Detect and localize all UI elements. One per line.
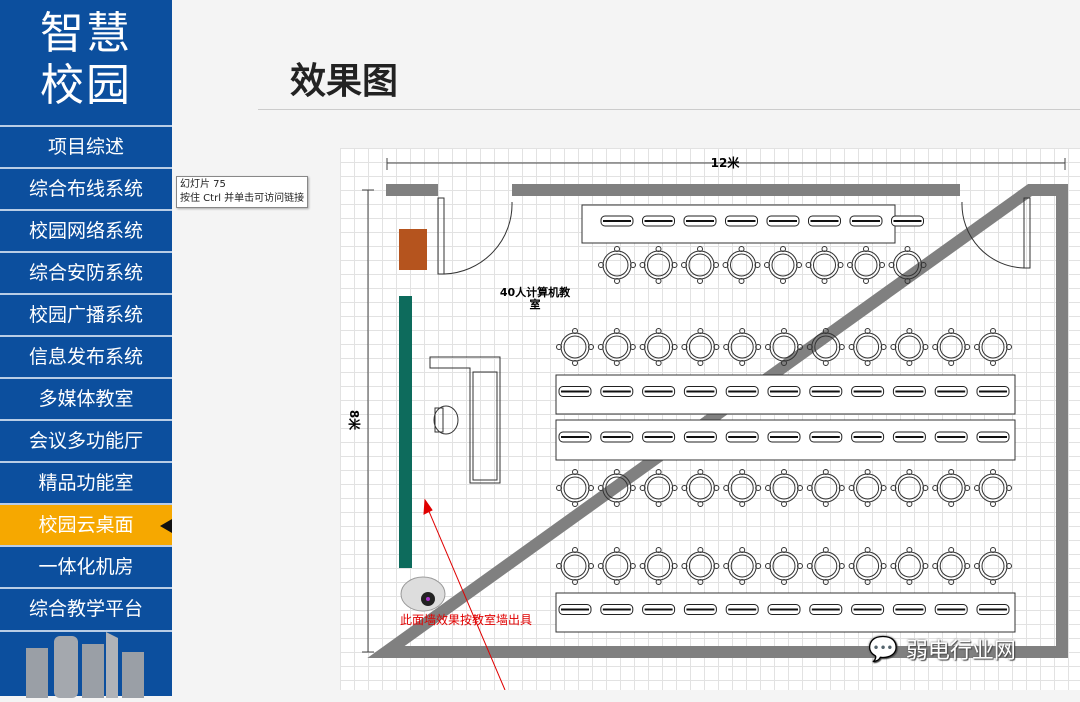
chair: [597, 469, 636, 507]
chair: [639, 328, 678, 366]
sidebar-item[interactable]: 综合安防系统: [0, 251, 172, 293]
chair: [765, 469, 803, 507]
chair: [890, 469, 929, 507]
floor-plan-image: 12米 8米 40人计算机教 室 此面墙效果按教室墙出具: [340, 148, 1080, 691]
chair: [974, 469, 1012, 507]
sidebar-item[interactable]: 项目综述: [0, 125, 172, 167]
watermark-text: 弱电行业网: [905, 639, 1016, 664]
sidebar-item[interactable]: 综合布线系统: [0, 167, 172, 209]
width-label: 12米: [711, 155, 741, 170]
sidebar-item[interactable]: 校园云桌面: [0, 503, 172, 545]
chair: [556, 328, 594, 366]
chair: [723, 328, 762, 366]
sidebar-item[interactable]: 信息发布系统: [0, 335, 172, 377]
chair: [848, 328, 887, 366]
sidebar-item[interactable]: 会议多功能厅: [0, 419, 172, 461]
logo-line-1: 智慧: [40, 8, 132, 59]
sidebar-menu: 项目综述综合布线系统校园网络系统综合安防系统校园广播系统信息发布系统多媒体教室会…: [0, 125, 172, 629]
chair: [681, 246, 719, 284]
logo-line-2: 校园: [40, 60, 132, 111]
chair: [805, 246, 844, 284]
cabinet: [399, 229, 427, 270]
sidebar-item[interactable]: 多媒体教室: [0, 377, 172, 419]
chair: [681, 469, 720, 507]
chair: [974, 328, 1012, 366]
city-skyline-image: [0, 630, 172, 698]
door: [437, 197, 513, 275]
chair: [765, 328, 803, 366]
teacher-desk: [429, 356, 501, 484]
chair: [597, 328, 636, 366]
chair: [681, 547, 720, 585]
tooltip-slide: 幻灯片 75: [180, 179, 226, 190]
sidebar: 智慧校园 项目综述综合布线系统校园网络系统综合安防系统校园广播系统信息发布系统多…: [0, 0, 172, 698]
chair: [974, 547, 1012, 585]
room-walls: [367, 184, 1068, 658]
chair: [932, 547, 971, 585]
chair: [848, 547, 887, 585]
blackboard: [399, 296, 412, 568]
room-label-2: 室: [530, 297, 541, 311]
door: [961, 197, 1031, 269]
chair: [848, 469, 887, 507]
chair: [765, 547, 803, 585]
chair: [847, 246, 885, 284]
chair: [890, 547, 929, 585]
chair: [598, 246, 636, 284]
sidebar-item[interactable]: 校园网络系统: [0, 209, 172, 251]
chair: [556, 547, 594, 585]
height-label: 8米: [347, 410, 362, 431]
sidebar-item[interactable]: 一体化机房: [0, 545, 172, 587]
title-divider: [258, 109, 1080, 110]
sidebar-item[interactable]: 精品功能室: [0, 461, 172, 503]
link-tooltip: 幻灯片 75 按住 Ctrl 并单击可访问链接: [176, 176, 309, 208]
chair: [639, 246, 678, 284]
chair: [806, 547, 845, 585]
note-arrow: [423, 498, 506, 691]
camera-icon: [400, 576, 446, 612]
room-label: 40人计算机教: [500, 285, 571, 299]
chair: [806, 328, 845, 366]
logo: 智慧校园: [0, 0, 172, 125]
sidebar-item[interactable]: 综合教学平台: [0, 587, 172, 629]
chair: [764, 246, 802, 284]
wechat-icon: 💬: [868, 635, 898, 663]
sidebar-item[interactable]: 校园广播系统: [0, 293, 172, 335]
watermark: 💬 弱电行业网: [868, 633, 1016, 665]
chair: [681, 328, 720, 366]
chair: [597, 547, 636, 585]
chair: [556, 469, 594, 507]
chair: [639, 547, 678, 585]
chair: [806, 469, 845, 507]
chair: [723, 547, 762, 585]
chair: [639, 469, 678, 507]
chair: [723, 469, 762, 507]
chair: [932, 469, 971, 507]
chair: [890, 328, 929, 366]
chair: [722, 246, 761, 284]
chair: [932, 328, 971, 366]
page-title: 效果图: [290, 61, 399, 102]
chair: [888, 246, 927, 284]
wall-note: 此面墙效果按教室墙出具: [400, 612, 532, 627]
tooltip-hint: 按住 Ctrl 并单击可访问链接: [180, 193, 305, 204]
